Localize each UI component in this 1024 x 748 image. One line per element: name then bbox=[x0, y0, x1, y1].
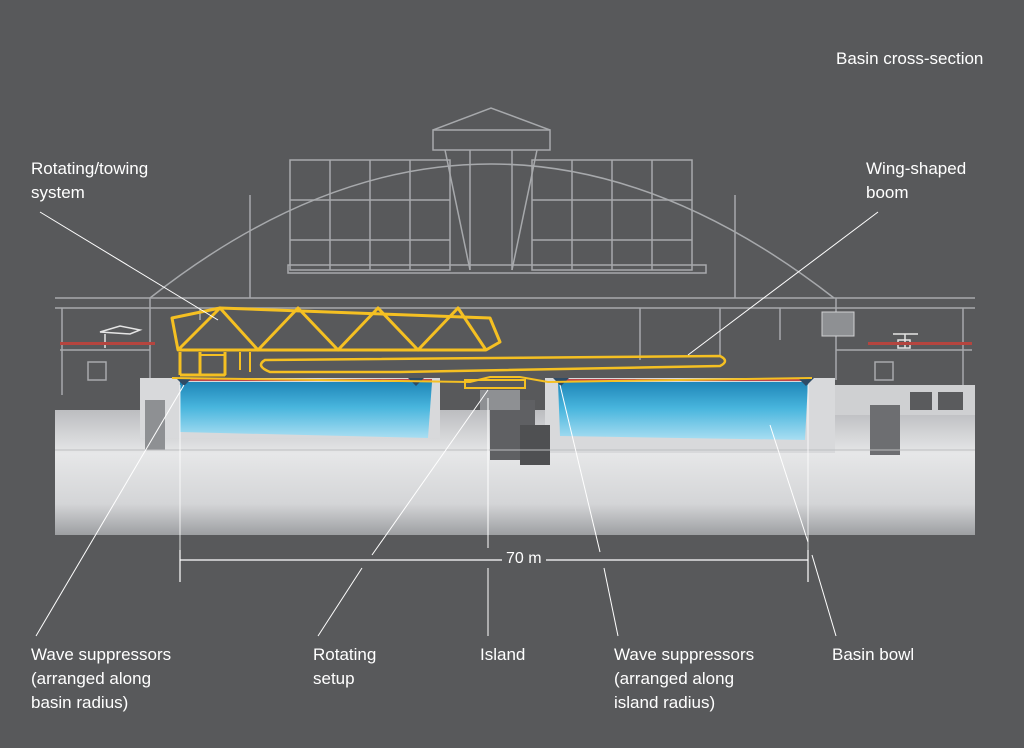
label-line: boom bbox=[866, 183, 909, 202]
label-wave-suppressors-island: Wave suppressors (arranged along island … bbox=[614, 643, 754, 715]
dimension-label: 70 m bbox=[502, 548, 546, 570]
roof-truss-band bbox=[287, 264, 707, 274]
label-line: Wing-shaped bbox=[866, 159, 967, 178]
leader-ws-basin bbox=[35, 384, 185, 637]
label-line: basin radius) bbox=[31, 693, 129, 712]
roof-lantern bbox=[432, 129, 551, 151]
pillar-head-right bbox=[821, 311, 855, 337]
leader-wing bbox=[687, 211, 879, 356]
rail-left bbox=[60, 342, 155, 345]
label-line: (arranged along bbox=[31, 669, 152, 688]
label-island: Island bbox=[480, 643, 525, 667]
label-line: Basin bowl bbox=[832, 645, 915, 664]
label-line: setup bbox=[313, 669, 355, 688]
diagram-title: Basin cross-section bbox=[836, 49, 984, 68]
leader-lines bbox=[35, 211, 879, 637]
leader-bowl bbox=[811, 554, 837, 637]
crane-details bbox=[99, 325, 918, 349]
label-line: (arranged along bbox=[614, 669, 735, 688]
towing-truss bbox=[170, 306, 502, 377]
leader-towing bbox=[39, 211, 219, 321]
label-line: Wave suppressors bbox=[31, 645, 172, 664]
label-wave-suppressors-basin: Wave suppressors (arranged along basin r… bbox=[31, 643, 171, 715]
label-line: system bbox=[31, 183, 85, 202]
label-rotating-towing-system: Rotating/towing system bbox=[31, 157, 148, 205]
label-basin-bowl: Basin bowl bbox=[832, 643, 914, 667]
rail-right bbox=[868, 342, 972, 345]
label-rotating-setup: Rotating setup bbox=[313, 643, 376, 691]
leader-ws-island bbox=[603, 567, 619, 637]
roof-lantern-peak bbox=[432, 107, 551, 131]
leader-rotating bbox=[317, 567, 363, 637]
wing-boom bbox=[171, 354, 813, 389]
label-wing-shaped-boom: Wing-shaped boom bbox=[866, 157, 966, 205]
label-line: Rotating bbox=[313, 645, 377, 664]
hall-structure bbox=[55, 107, 975, 395]
label-line: island radius) bbox=[614, 693, 716, 712]
wave-suppressor-right bbox=[798, 378, 814, 386]
water-right bbox=[558, 382, 808, 440]
hall-roof-arc bbox=[149, 163, 835, 299]
water-left bbox=[180, 382, 432, 438]
wave-suppressor-left bbox=[176, 378, 192, 386]
dimension-70m bbox=[179, 385, 809, 582]
label-line: Wave suppressors bbox=[614, 645, 755, 664]
label-line: Rotating/towing bbox=[31, 159, 149, 178]
label-line: Island bbox=[480, 645, 526, 664]
